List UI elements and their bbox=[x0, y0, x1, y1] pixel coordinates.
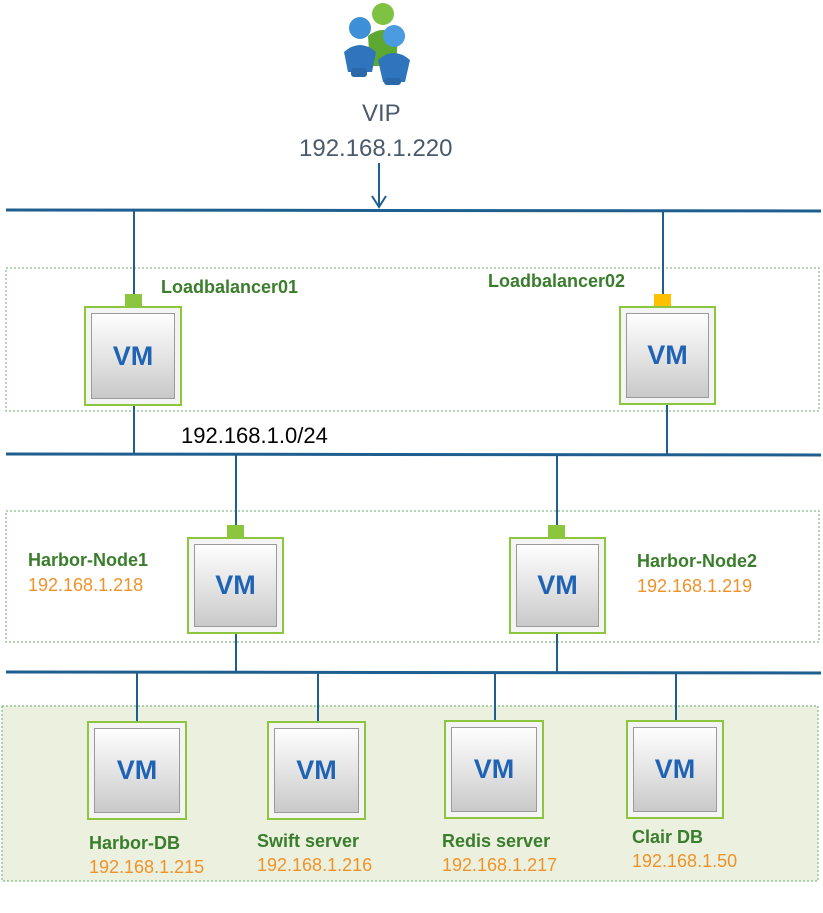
swift-server-vm[interactable]: VM bbox=[267, 721, 366, 820]
vm-label: VM bbox=[537, 570, 578, 600]
redis-server-label: Redis server bbox=[442, 831, 551, 851]
harbor-db-ip: 192.168.1.215 bbox=[89, 857, 205, 877]
clair-db-label: Clair DB bbox=[632, 827, 704, 847]
subnet-label: 192.168.1.0/24 bbox=[181, 423, 328, 448]
harbor-db-vm[interactable]: VM bbox=[87, 721, 187, 820]
node2-port bbox=[548, 525, 565, 537]
node1-port bbox=[227, 525, 244, 537]
vm-label: VM bbox=[116, 755, 158, 785]
vm-label: VM bbox=[215, 570, 256, 600]
harbor-node1-vm[interactable]: VM bbox=[187, 537, 284, 634]
clair-db-ip: 192.168.1.50 bbox=[632, 851, 738, 871]
vip-label: VIP bbox=[362, 100, 401, 127]
lb1-port bbox=[125, 294, 142, 306]
swift-server-label: Swift server bbox=[257, 831, 360, 851]
vip-address: 192.168.1.220 bbox=[299, 135, 453, 162]
swift-server-ip: 192.168.1.216 bbox=[257, 855, 373, 875]
internal-network-bus bbox=[5, 452, 822, 457]
lb2-port bbox=[654, 294, 671, 306]
clair-db-vm[interactable]: VM bbox=[626, 720, 724, 819]
loadbalancer-group-box bbox=[5, 267, 820, 412]
vm-label: VM bbox=[654, 754, 696, 784]
redis-server-vm[interactable]: VM bbox=[444, 720, 544, 819]
harbor-db-label: Harbor-DB bbox=[89, 833, 181, 853]
loadbalancer01-label: Loadbalancer01 bbox=[161, 277, 299, 297]
vm-label: VM bbox=[296, 755, 337, 785]
users-icon bbox=[344, 3, 410, 85]
vm-label: VM bbox=[112, 340, 154, 371]
loadbalancer02-vm[interactable]: VM bbox=[619, 306, 716, 405]
backend-network-bus bbox=[5, 670, 822, 675]
public-network-bus bbox=[5, 208, 822, 213]
vm-label: VM bbox=[473, 754, 515, 784]
harbor-node2-ip: 192.168.1.219 bbox=[637, 576, 753, 596]
loadbalancer02-label: Loadbalancer02 bbox=[488, 271, 626, 291]
vm-label: VM bbox=[647, 340, 688, 370]
harbor-node2-label: Harbor-Node2 bbox=[637, 551, 758, 571]
harbor-node1-ip: 192.168.1.218 bbox=[28, 575, 144, 595]
loadbalancer01-vm[interactable]: VM bbox=[84, 306, 182, 406]
harbor-node1-label: Harbor-Node1 bbox=[28, 550, 149, 570]
redis-server-ip: 192.168.1.217 bbox=[442, 855, 558, 875]
harbor-node2-vm[interactable]: VM bbox=[509, 537, 606, 634]
vip-arrow-head bbox=[371, 195, 387, 209]
